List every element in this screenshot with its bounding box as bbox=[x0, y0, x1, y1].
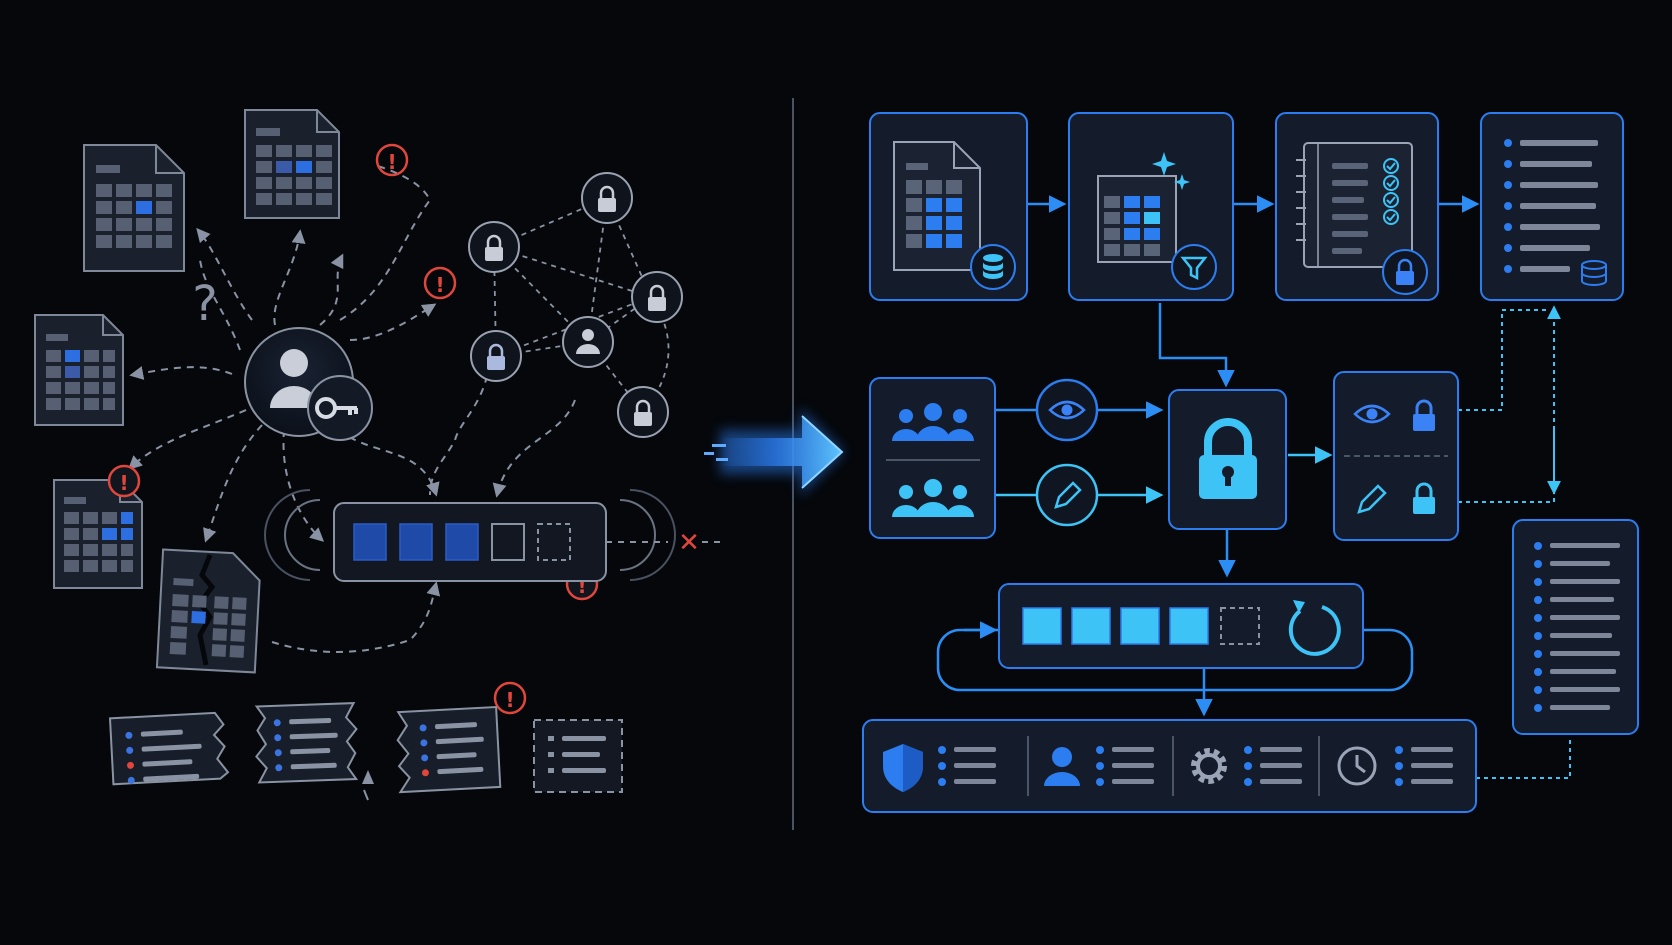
torn-log-cards bbox=[108, 702, 623, 801]
source-spreadsheet-card bbox=[869, 112, 1028, 301]
spreadsheet-doc bbox=[83, 144, 185, 272]
filtered-spreadsheet-card bbox=[1068, 112, 1234, 301]
lock-node bbox=[468, 221, 520, 273]
lock-node bbox=[617, 386, 669, 438]
lock-node bbox=[631, 271, 683, 323]
user-icon bbox=[270, 349, 318, 408]
audit-bar bbox=[862, 719, 1477, 813]
spreadsheet-doc bbox=[244, 109, 340, 219]
spreadsheet-doc bbox=[53, 479, 143, 589]
transition-arrow bbox=[704, 408, 844, 496]
central-padlock bbox=[1168, 389, 1287, 530]
svg-text:!: ! bbox=[505, 688, 514, 712]
warning-badge: ! bbox=[375, 143, 409, 177]
left-panel: ? bbox=[34, 109, 722, 801]
group-icon bbox=[892, 403, 974, 441]
list-database-card bbox=[1480, 112, 1624, 301]
identity-hub bbox=[244, 327, 373, 441]
question-mark: ? bbox=[192, 276, 217, 332]
svg-text:!: ! bbox=[119, 471, 128, 495]
spreadsheet-doc bbox=[34, 314, 124, 426]
key-icon bbox=[307, 375, 373, 441]
lock-icon bbox=[1382, 249, 1428, 295]
broken-pipeline: ✕ bbox=[264, 489, 722, 582]
shield-icon bbox=[883, 744, 923, 792]
log-card bbox=[533, 719, 623, 793]
user-groups-card bbox=[869, 377, 996, 539]
clock-icon bbox=[1337, 746, 1377, 786]
broken-document bbox=[155, 548, 261, 674]
svg-text:!: ! bbox=[387, 150, 396, 174]
user-node bbox=[562, 316, 614, 368]
warning-badge: ! bbox=[423, 266, 457, 300]
flow-connectors bbox=[936, 195, 1571, 779]
checklist-lock-card bbox=[1275, 112, 1439, 301]
sparkle-icon bbox=[1152, 152, 1190, 190]
user-icon bbox=[1044, 747, 1080, 786]
view-icon bbox=[1035, 378, 1099, 442]
secure-pipeline bbox=[998, 583, 1364, 669]
edit-icon bbox=[1035, 463, 1099, 527]
lock-network bbox=[468, 172, 683, 438]
group-icon bbox=[892, 479, 974, 517]
right-panel bbox=[862, 112, 1639, 813]
lock-node bbox=[470, 330, 522, 382]
access-output-card bbox=[1333, 371, 1459, 541]
svg-text:!: ! bbox=[577, 574, 586, 598]
refresh-icon bbox=[1288, 600, 1341, 656]
warning-badge: ! bbox=[493, 681, 527, 715]
log-card bbox=[108, 711, 230, 786]
rejected-mark: ✕ bbox=[678, 528, 700, 558]
filter-icon bbox=[1171, 244, 1217, 290]
log-card bbox=[254, 702, 359, 784]
database-icon bbox=[970, 244, 1016, 290]
svg-text:!: ! bbox=[435, 273, 444, 297]
warning-badge: ! bbox=[107, 464, 141, 498]
database-icon bbox=[1581, 260, 1607, 286]
lock-node bbox=[581, 172, 633, 224]
audit-log-card bbox=[1512, 519, 1639, 735]
log-card bbox=[396, 705, 502, 794]
gear-icon bbox=[1191, 748, 1227, 784]
